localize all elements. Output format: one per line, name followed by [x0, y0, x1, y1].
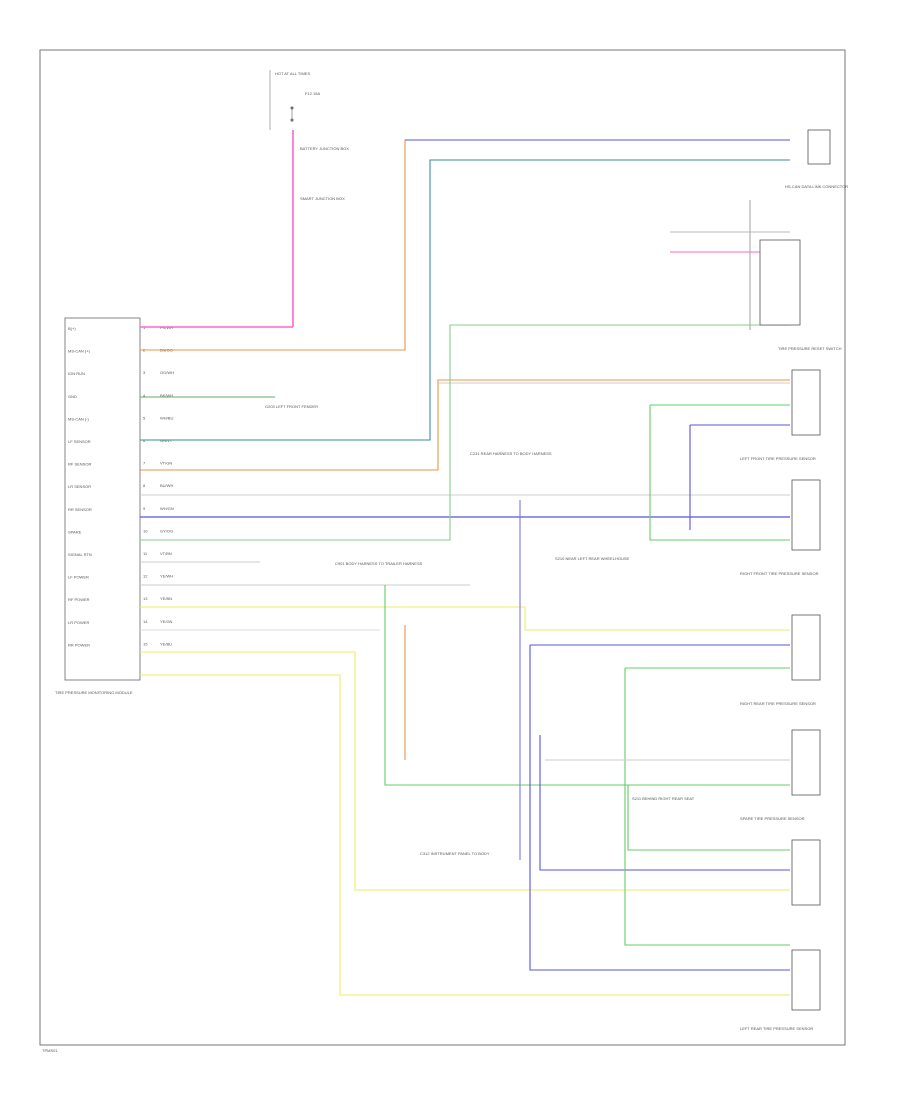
pin-number: 14 — [143, 619, 148, 624]
note-s211: S211 BEHIND RIGHT REAR SEAT — [632, 796, 695, 801]
pin-label: GND — [68, 394, 77, 399]
pin-number: 5 — [143, 415, 146, 420]
hs-can-label: HS-CAN DATA LINK CONNECTOR — [785, 184, 848, 189]
pin-label: B(+) — [68, 326, 76, 331]
lr-sensor-label: LEFT REAR TIRE PRESSURE SENSOR — [740, 1026, 813, 1031]
wire-code: WH/GN — [160, 506, 174, 511]
tpms-module: TIRE PRESSURE MONITORING MODULE — [55, 317, 141, 695]
pin-label: RF POWER — [68, 597, 90, 602]
spare-sensor-connector — [791, 729, 821, 796]
module-name: TIRE PRESSURE MONITORING MODULE — [55, 690, 133, 695]
wire-code: BK/WH — [160, 393, 173, 398]
pin-number: 3 — [143, 370, 146, 375]
note-s210: S210 NEAR LEFT REAR WHEELHOUSE — [555, 556, 630, 561]
wire-code: WH/BU — [160, 415, 173, 420]
lf-sensor-connector — [791, 369, 821, 436]
wire-code: YE/BU — [160, 641, 172, 646]
rf-sensor-label: RIGHT FRONT TIRE PRESSURE SENSOR — [740, 571, 819, 576]
lr-sensor-connector — [791, 839, 821, 906]
pin-number: 7 — [143, 461, 146, 466]
pin-label: LF SENSOR — [68, 439, 91, 444]
note-ground: G203 LEFT FRONT FENDER — [265, 404, 318, 409]
wire-code: VT/BN — [160, 551, 172, 556]
rr-sensor-connector — [791, 614, 821, 681]
power-label: HOT AT ALL TIMES — [275, 71, 310, 76]
reset-switch-label: TIRE PRESSURE RESET SWITCH — [778, 346, 842, 351]
pin-number: 9 — [143, 506, 146, 511]
reset-switch — [759, 239, 801, 326]
wire-code: BU/WH — [160, 483, 173, 488]
footer-code: TPMS01 — [42, 1048, 58, 1053]
pin-number: 10 — [143, 528, 148, 533]
fuse-label: F12 15A — [305, 91, 320, 96]
hs-can-connector — [807, 129, 831, 165]
pin-label: LF POWER — [68, 575, 89, 580]
pin-label: SPARE — [68, 529, 82, 534]
notes: G203 LEFT FRONT FENDER C231 REAR HARNESS… — [265, 404, 695, 856]
note-sjb: SMART JUNCTION BOX — [300, 196, 345, 201]
lf-sensor-label: LEFT FRONT TIRE PRESSURE SENSOR — [740, 456, 816, 461]
rf-sensor-connector — [791, 479, 821, 551]
wire-code: YE/GN — [160, 619, 173, 624]
pin-label: RF SENSOR — [68, 462, 91, 467]
sensor-connectors: HS-CAN DATA LINK CONNECTOR TIRE PRESSURE… — [740, 129, 848, 1031]
diagram-frame — [39, 49, 846, 1046]
wire-code: GY/OG — [160, 528, 173, 533]
pin-number: 13 — [143, 596, 148, 601]
wire-code: OG/WH — [160, 370, 174, 375]
pin-label: LR SENSOR — [68, 484, 91, 489]
pin-label: IGN RUN — [68, 371, 85, 376]
wires — [140, 139, 790, 996]
rr-sensor-label: RIGHT REAR TIRE PRESSURE SENSOR — [740, 701, 816, 706]
module-body — [64, 317, 141, 681]
pin-label: RR POWER — [68, 642, 90, 647]
note-c312: C312 INSTRUMENT PANEL TO BODY — [420, 851, 490, 856]
pin-number: 8 — [143, 483, 146, 488]
note-c231: C231 REAR HARNESS TO BODY HARNESS — [470, 451, 552, 456]
spare-sensor-label: SPARE TIRE PRESSURE SENSOR — [740, 816, 805, 821]
pin-label: MS-CAN (-) — [68, 416, 90, 421]
note-bjb: BATTERY JUNCTION BOX — [300, 146, 349, 151]
pin-number: 4 — [143, 393, 146, 398]
wire-code: YE/WH — [160, 574, 173, 579]
wire-code: VT/GN — [160, 461, 172, 466]
note-c901: C901 BODY HARNESS TO TRAILER HARNESS — [335, 561, 423, 566]
pin-label: LR POWER — [68, 620, 89, 625]
pin-label: MS-CAN (+) — [68, 349, 91, 354]
pin-number: 12 — [143, 574, 148, 579]
pin-label: SIGNAL RTN — [68, 552, 92, 557]
wire-code: YE/BN — [160, 596, 172, 601]
pin-number: 11 — [143, 551, 148, 556]
power-feed: HOT AT ALL TIMES F12 15A BATTERY JUNCTIO… — [269, 70, 349, 327]
lr2-sensor-connector — [791, 949, 821, 1011]
pin-number: 15 — [143, 641, 148, 646]
pin-label: RR SENSOR — [68, 507, 92, 512]
